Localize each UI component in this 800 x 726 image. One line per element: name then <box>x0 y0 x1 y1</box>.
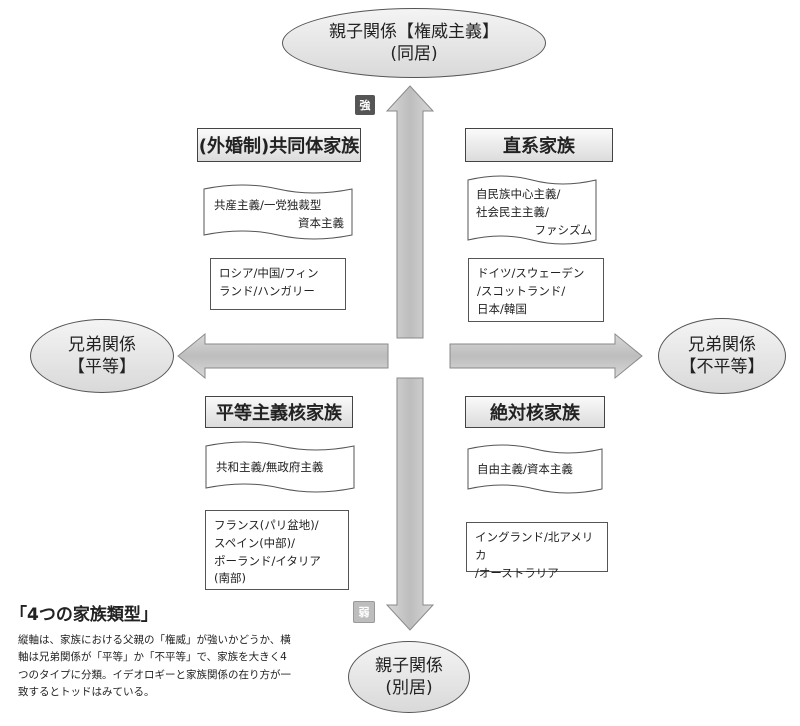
countries-top-left: ロシア/中国/フィン ランド/ハンガリー <box>210 258 346 310</box>
axis-left-line1: 兄弟関係 <box>68 334 136 355</box>
quadrant-title-top-right: 直系家族 <box>465 128 613 162</box>
ideology-bottom-right: 自由主義/資本主義 <box>477 461 597 479</box>
caption-title: 「4つの家族類型」 <box>10 605 158 625</box>
countries-bottom-left-line1: フランス(パリ盆地)/ <box>214 518 319 532</box>
countries-bottom-right: イングランド/北アメリカ /オーストラリア <box>466 522 608 580</box>
arrow-up <box>385 85 435 339</box>
countries-top-right: ドイツ/スウェーデン /スコットランド/ 日本/韓国 <box>468 258 604 322</box>
countries-top-left-line2: ランド/ハンガリー <box>219 283 315 298</box>
ideology-bottom-right-line1: 自由主義/資本主義 <box>477 462 573 476</box>
ideology-top-right-line1: 自民族中心主義/ <box>476 187 561 201</box>
countries-bottom-left-line4: (南部) <box>214 571 246 586</box>
wave-shape-top-right <box>467 175 597 245</box>
quadrant-title-top-left: (外婚制)共同体家族 <box>197 128 361 162</box>
quadrant-title-bottom-left: 平等主義核家族 <box>205 396 353 428</box>
wave-shape-top-left <box>203 184 353 240</box>
countries-bottom-left-line2: スペイン(中部)/ <box>214 535 296 550</box>
ideology-top-left: 共産主義/一党独裁型 資本主義 <box>214 197 348 233</box>
caption-body: 縦軸は、家族における父親の「権威」が強いかどうか、横 軸は兄弟関係が「平等」か「… <box>18 632 318 701</box>
axis-bottom-line1: 親子関係 <box>375 655 443 676</box>
countries-bottom-right-line1: イングランド/北アメリカ <box>475 530 594 562</box>
axis-right-line2: 【不平等】 <box>679 357 765 377</box>
arrow-right <box>449 332 643 380</box>
ideology-top-left-line2: 資本主義 <box>298 215 344 230</box>
ideology-top-right-line3: ファシズム <box>534 222 593 237</box>
countries-top-right-line1: ドイツ/スウェーデン <box>477 266 585 280</box>
countries-top-left-line1: ロシア/中国/フィン <box>219 266 319 280</box>
ideology-top-right: 自民族中心主義/ 社会民主主義/ ファシズム <box>476 186 592 239</box>
weak-badge: 弱 <box>353 601 375 623</box>
axis-bottom-ellipse: 親子関係 (別居) <box>348 641 470 713</box>
ideology-bottom-left-line1: 共和主義/無政府主義 <box>216 460 324 474</box>
axis-bottom-line2: (別居) <box>385 678 433 698</box>
axis-left-ellipse: 兄弟関係 【平等】 <box>30 319 174 393</box>
countries-top-right-line2: /スコットランド/ <box>477 283 566 298</box>
axis-right-ellipse: 兄弟関係 【不平等】 <box>658 318 786 394</box>
axis-top-ellipse: 親子関係【権威主義】 (同居) <box>282 8 546 78</box>
caption-line3: つのタイプに分類。イデオロギーと家族関係の在り方が一 <box>18 668 291 681</box>
ideology-bottom-left: 共和主義/無政府主義 <box>216 459 350 477</box>
axis-left-line2: 【平等】 <box>68 357 136 377</box>
caption-line2: 軸は兄弟関係が「平等」か「不平等」で、家族を大きく4 <box>18 651 287 664</box>
countries-bottom-left: フランス(パリ盆地)/ スペイン(中部)/ ポーランド/イタリア (南部) <box>205 510 349 590</box>
arrow-left <box>177 332 389 380</box>
quadrant-title-bottom-right: 絶対核家族 <box>465 396 605 428</box>
countries-bottom-right-line2: /オーストラリア <box>475 565 559 580</box>
countries-top-right-line3: 日本/韓国 <box>477 301 527 316</box>
axis-right-line1: 兄弟関係 <box>688 334 756 355</box>
countries-bottom-left-line3: ポーランド/イタリア <box>214 553 321 568</box>
axis-top-line2: (同居) <box>390 44 438 64</box>
ideology-top-right-line2: 社会民主主義/ <box>476 204 549 219</box>
wave-shape-bottom-right <box>467 444 603 494</box>
caption-line1: 縦軸は、家族における父親の「権威」が強いかどうか、横 <box>18 634 291 646</box>
arrow-down <box>385 377 435 631</box>
wave-shape-bottom-left <box>205 441 355 493</box>
ideology-top-left-line1: 共産主義/一党独裁型 <box>214 198 322 212</box>
caption-line4: 致するとトッドはみている。 <box>18 685 155 698</box>
strong-badge: 強 <box>355 95 375 115</box>
axis-top-line1: 親子関係【権威主義】 <box>329 21 499 42</box>
